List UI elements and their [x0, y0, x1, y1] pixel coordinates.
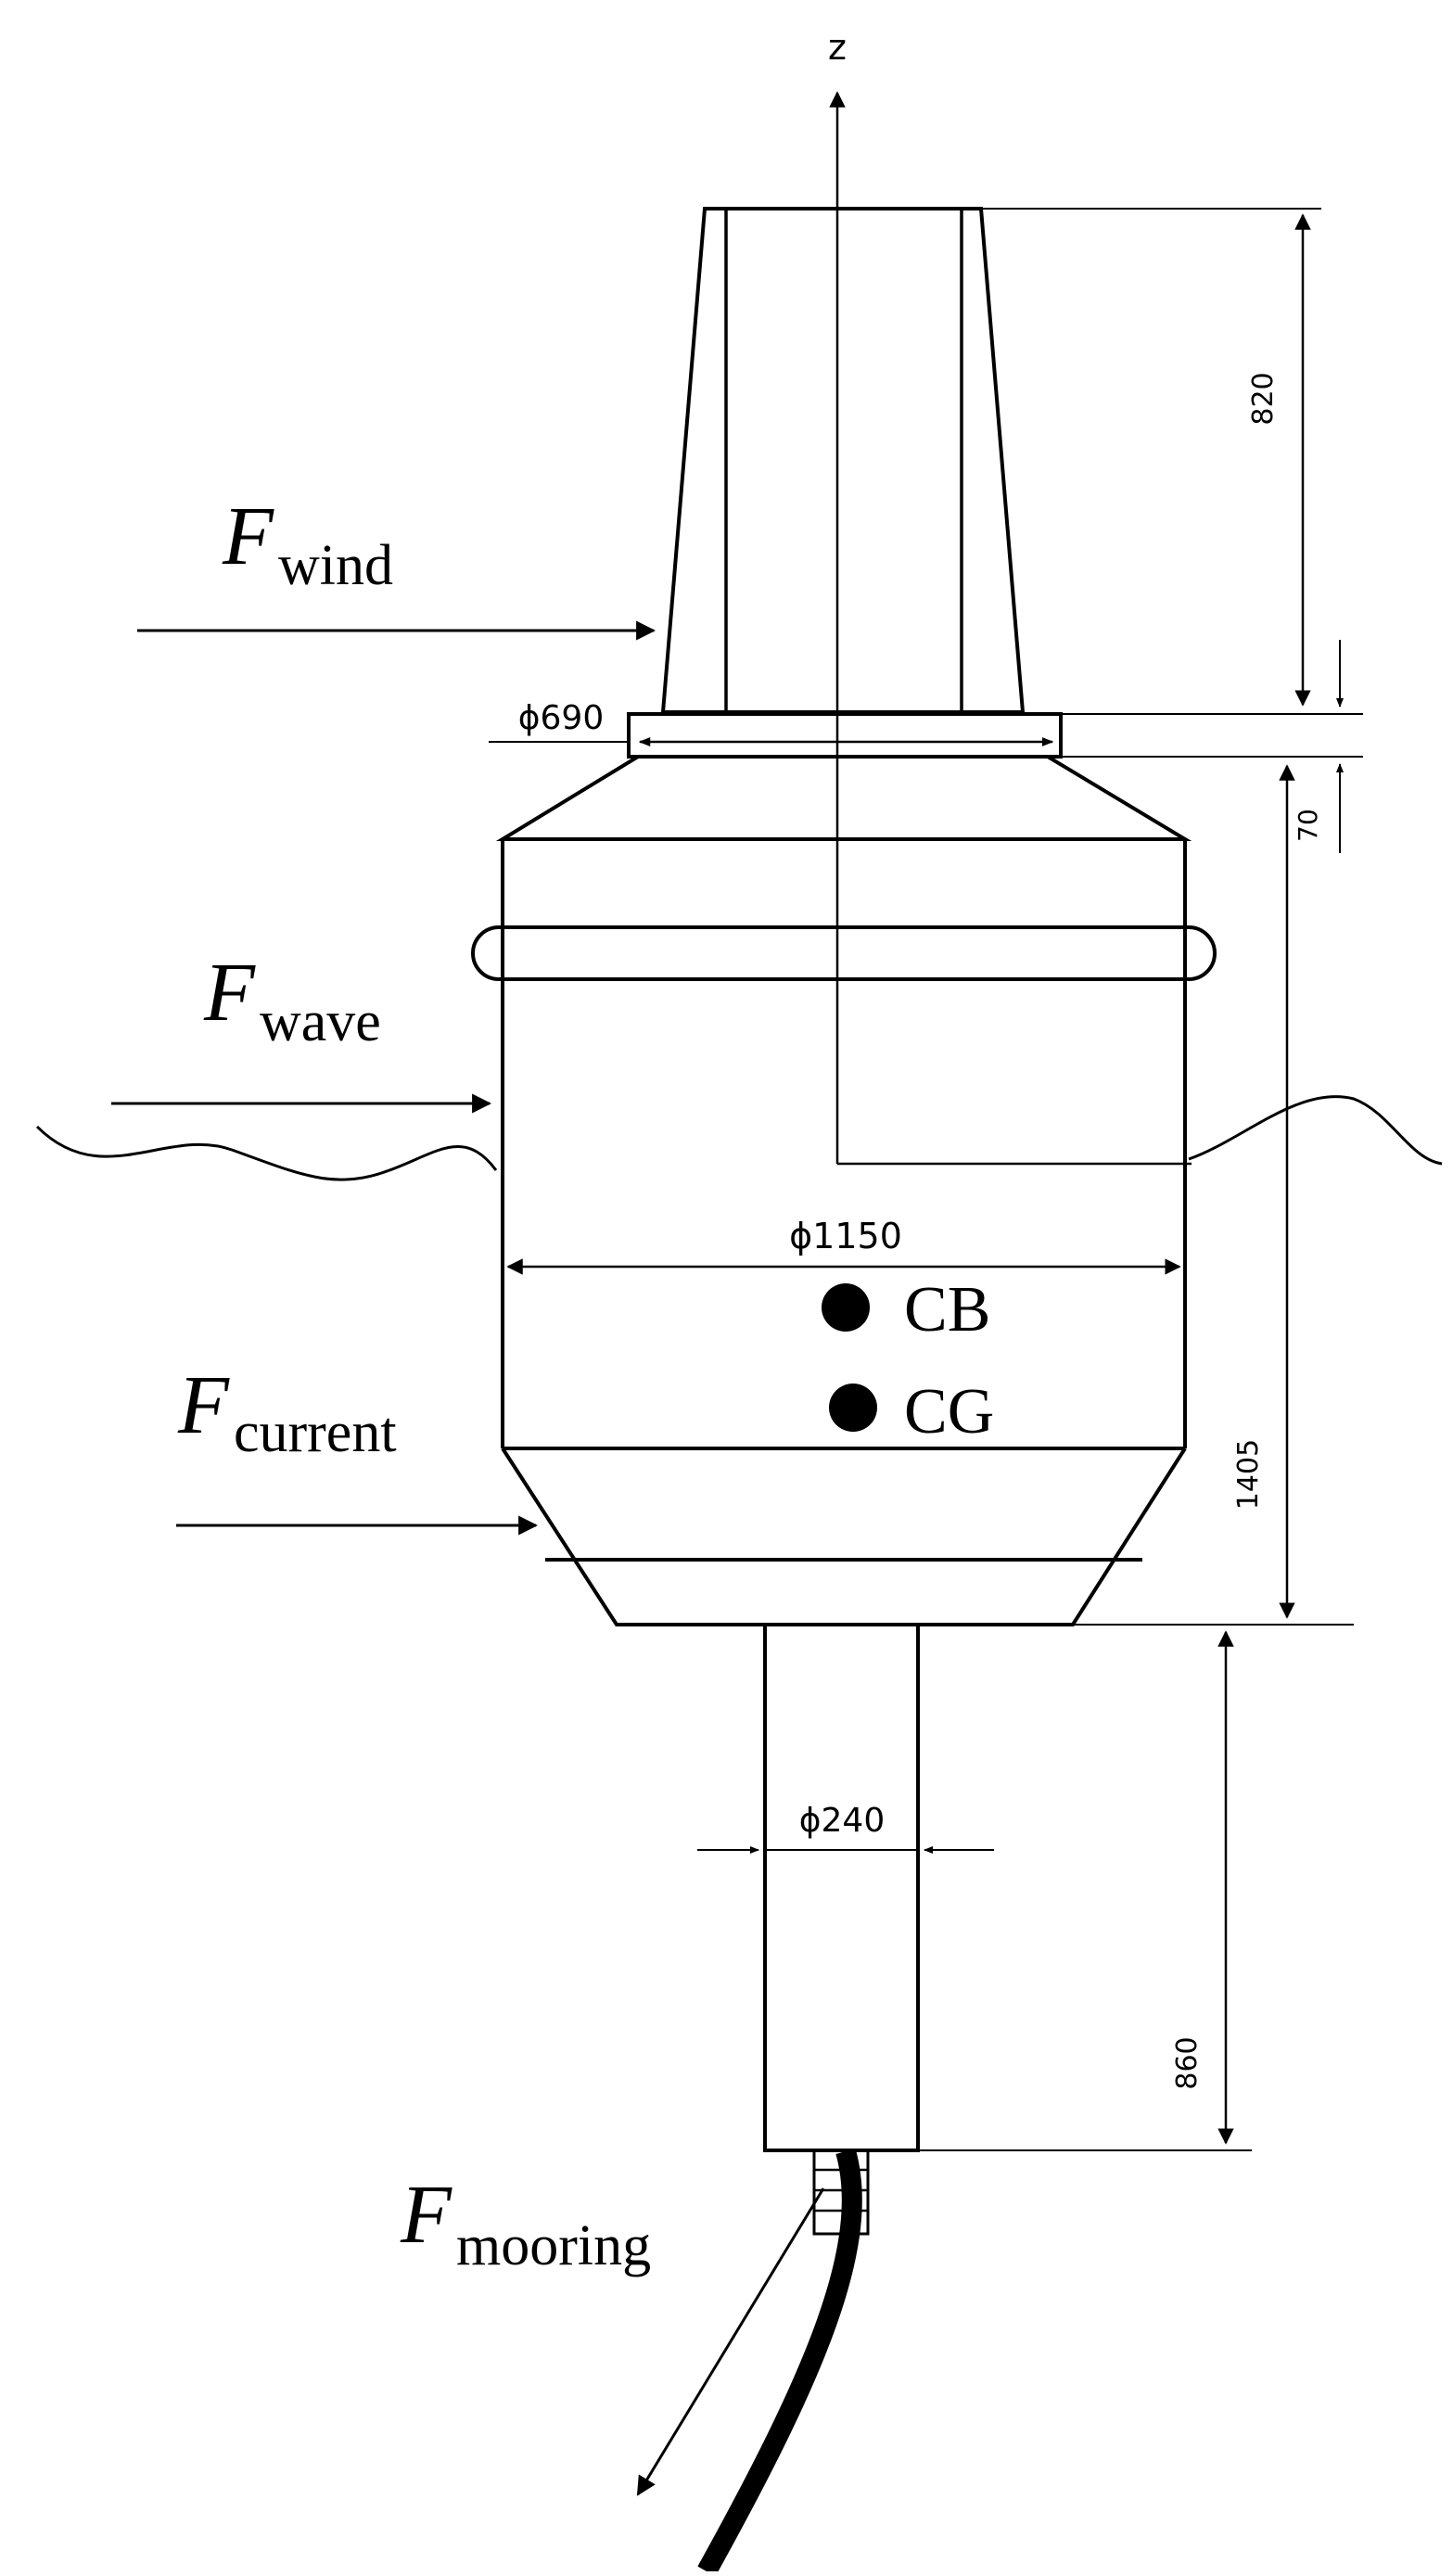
force-wind-subscript: wind [278, 534, 393, 597]
water-surface [35, 1095, 1443, 1181]
dim-top-diameter: ϕ690 [489, 699, 1054, 746]
cg-dot [829, 1384, 877, 1432]
force-wind: F wind [137, 491, 656, 641]
dim-tail-height: 860 [918, 1630, 1252, 2151]
z-axis-label: z [828, 27, 847, 68]
dim-hull-diameter: ϕ1150 [506, 1216, 1181, 1275]
force-current: F current [176, 1359, 539, 1536]
cg-label: CG [904, 1376, 994, 1447]
force-wave: F wave [111, 947, 492, 1114]
center-of-buoyancy: CB [822, 1274, 990, 1345]
force-mooring-symbol: F [400, 2169, 452, 2261]
force-mooring-subscript: mooring [456, 2214, 651, 2277]
cb-dot [822, 1283, 870, 1332]
dim-flange-label: 70 [1293, 809, 1323, 842]
flange [627, 712, 1063, 759]
dim-tail-diameter-label: ϕ240 [799, 1802, 885, 1840]
cb-label: CB [904, 1274, 990, 1345]
tail-tube [763, 1623, 920, 2236]
tower [660, 207, 1026, 714]
dim-hull-diameter-label: ϕ1150 [789, 1216, 902, 1256]
center-of-gravity: CG [829, 1376, 994, 1447]
dim-hull-height-label: 1405 [1232, 1439, 1265, 1510]
force-wave-symbol: F [203, 947, 256, 1039]
dim-hull-height: 1405 [1073, 764, 1354, 1626]
dim-tower-height: 820 [981, 208, 1321, 707]
dim-tower-height-label: 820 [1247, 372, 1280, 425]
dim-tail-height-label: 860 [1171, 2036, 1204, 2089]
hull [471, 755, 1217, 1626]
z-axis: z [828, 27, 1192, 1166]
force-wind-symbol: F [222, 491, 274, 582]
force-current-symbol: F [177, 1359, 230, 1451]
force-mooring: F mooring [400, 2169, 825, 2496]
mooring-cable [697, 2149, 862, 2576]
force-wave-subscript: wave [260, 990, 381, 1053]
dim-flange: 70 [1061, 640, 1363, 853]
force-current-subscript: current [234, 1401, 397, 1464]
dim-top-diameter-label: ϕ690 [518, 699, 604, 737]
dim-tail-diameter: ϕ240 [697, 1802, 994, 1854]
